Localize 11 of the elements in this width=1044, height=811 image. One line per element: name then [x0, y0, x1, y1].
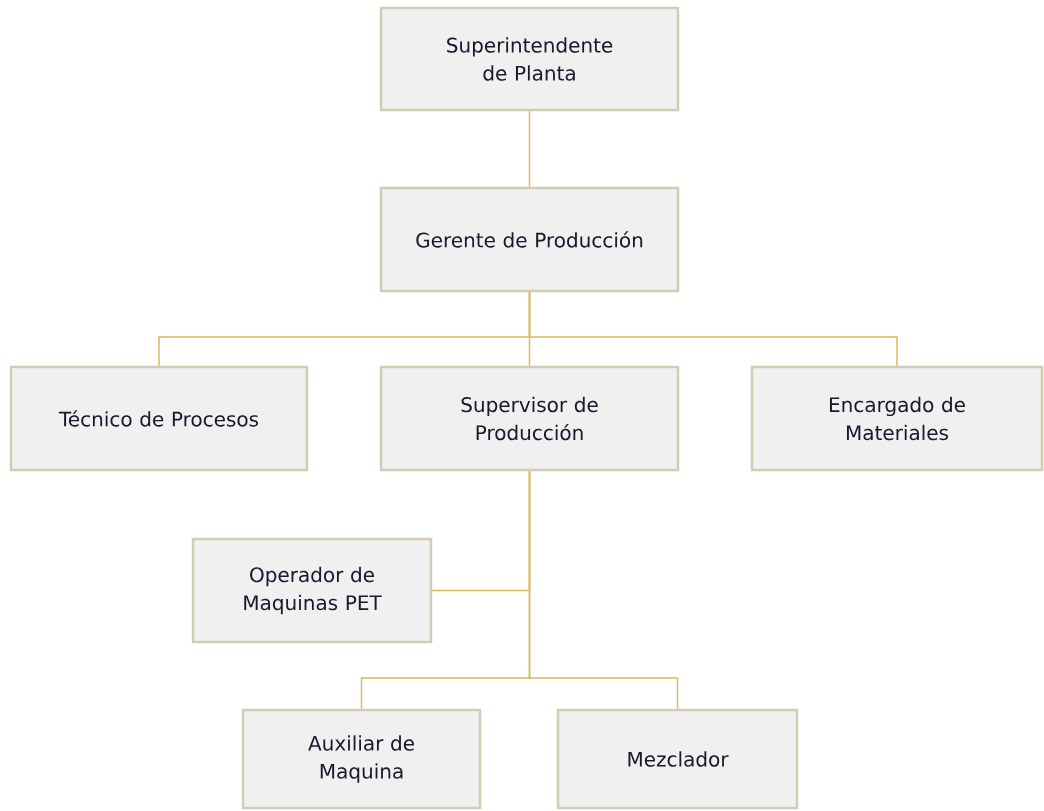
- org-box: Operador de Maquinas PET: [191, 537, 433, 644]
- org-box: Auxiliar de Maquina: [241, 708, 482, 810]
- org-box: Superintendente de Planta: [379, 6, 680, 112]
- org-box: Encargado de Materiales: [750, 365, 1044, 472]
- connector-line: [528, 291, 898, 367]
- org-box: Supervisor de Producción: [379, 365, 680, 472]
- org-box: Mezclador: [556, 708, 799, 810]
- connector-line: [528, 110, 531, 188]
- connector-line: [528, 470, 679, 710]
- org-box: Técnico de Procesos: [9, 365, 309, 472]
- org-box: Gerente de Producción: [379, 186, 680, 293]
